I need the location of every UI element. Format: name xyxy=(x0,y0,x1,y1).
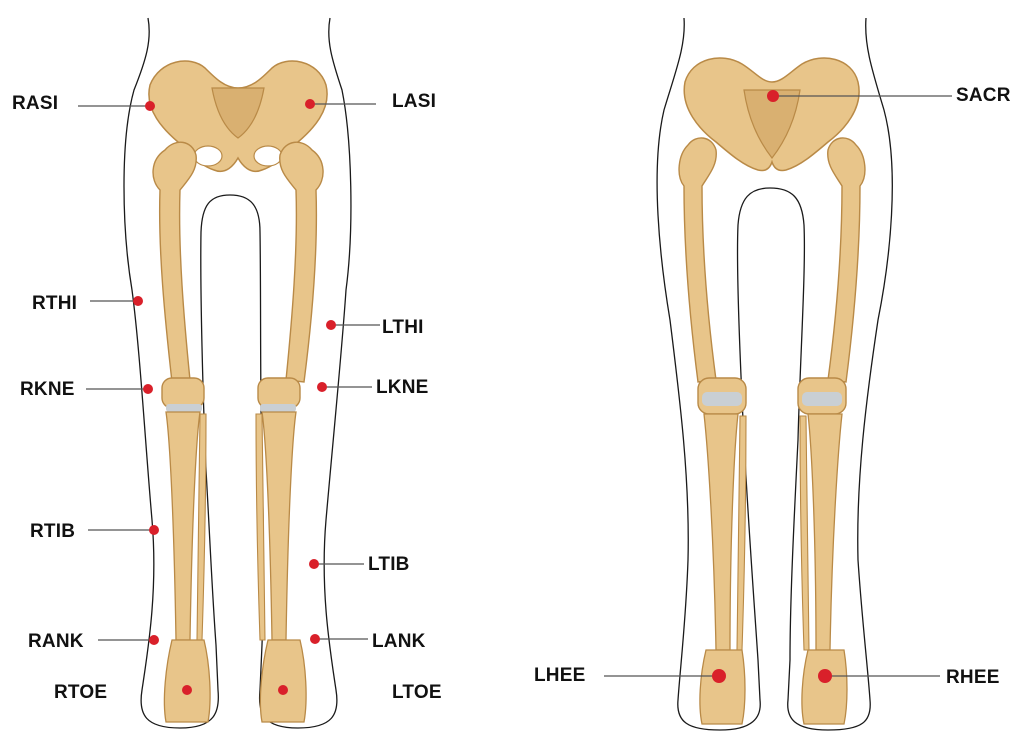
anterior-cartilage-right xyxy=(166,404,202,412)
marker-label-rkne: RKNE xyxy=(20,380,75,400)
anterior-tibia-right xyxy=(166,412,200,640)
anterior-obturator-right xyxy=(194,146,222,166)
posterior-view xyxy=(657,18,892,730)
marker-label-sacr: SACR xyxy=(956,86,1011,106)
anterior-view xyxy=(124,18,351,728)
marker-dot-rthi xyxy=(133,296,143,306)
marker-dot-lasi xyxy=(305,99,315,109)
marker-label-rank: RANK xyxy=(28,632,84,652)
marker-dot-rtoe xyxy=(182,685,192,695)
posterior-fibula-right xyxy=(800,416,809,650)
anterior-foot-right xyxy=(164,640,210,722)
marker-dot-lkne xyxy=(317,382,327,392)
marker-label-ltib: LTIB xyxy=(368,555,410,575)
marker-dot-rasi xyxy=(145,101,155,111)
marker-dot-rhee xyxy=(818,669,832,683)
posterior-foot-left xyxy=(700,650,745,724)
anterior-tibia-left xyxy=(262,412,296,640)
posterior-femur-left xyxy=(679,138,716,382)
marker-label-lhee: LHEE xyxy=(534,666,585,686)
anterior-femur-right xyxy=(153,142,196,382)
anterior-foot-left xyxy=(260,640,306,722)
marker-dot-ltoe xyxy=(278,685,288,695)
anterior-obturator-left xyxy=(254,146,282,166)
marker-dot-lank xyxy=(310,634,320,644)
marker-dot-rkne xyxy=(143,384,153,394)
marker-label-rasi: RASI xyxy=(12,94,58,114)
marker-dot-rank xyxy=(149,635,159,645)
marker-dot-rtib xyxy=(149,525,159,535)
posterior-cartilage-left xyxy=(702,392,742,406)
marker-label-rtib: RTIB xyxy=(30,522,75,542)
marker-label-lank: LANK xyxy=(372,632,426,652)
marker-label-lasi: LASI xyxy=(392,92,436,112)
marker-label-lthi: LTHI xyxy=(382,318,424,338)
anterior-cartilage-left xyxy=(260,404,296,412)
posterior-tibia-right xyxy=(808,414,842,650)
marker-label-ltoe: LTOE xyxy=(392,683,442,703)
marker-label-lkne: LKNE xyxy=(376,378,429,398)
anterior-femur-left xyxy=(280,142,323,382)
marker-label-rhee: RHEE xyxy=(946,668,1000,688)
marker-dot-lthi xyxy=(326,320,336,330)
anterior-fibula-right xyxy=(197,414,206,640)
marker-label-rthi: RTHI xyxy=(32,294,77,314)
posterior-foot-right xyxy=(802,650,847,724)
posterior-cartilage-right xyxy=(802,392,842,406)
anterior-knee-right xyxy=(162,378,204,408)
posterior-fibula-left xyxy=(737,416,746,650)
marker-dot-ltib xyxy=(309,559,319,569)
anterior-knee-left xyxy=(258,378,300,408)
posterior-tibia-left xyxy=(704,414,738,650)
marker-label-rtoe: RTOE xyxy=(54,683,107,703)
marker-dot-lhee xyxy=(712,669,726,683)
posterior-femur-right xyxy=(828,138,865,382)
anterior-fibula-left xyxy=(256,414,265,640)
marker-dot-sacr xyxy=(767,90,779,102)
